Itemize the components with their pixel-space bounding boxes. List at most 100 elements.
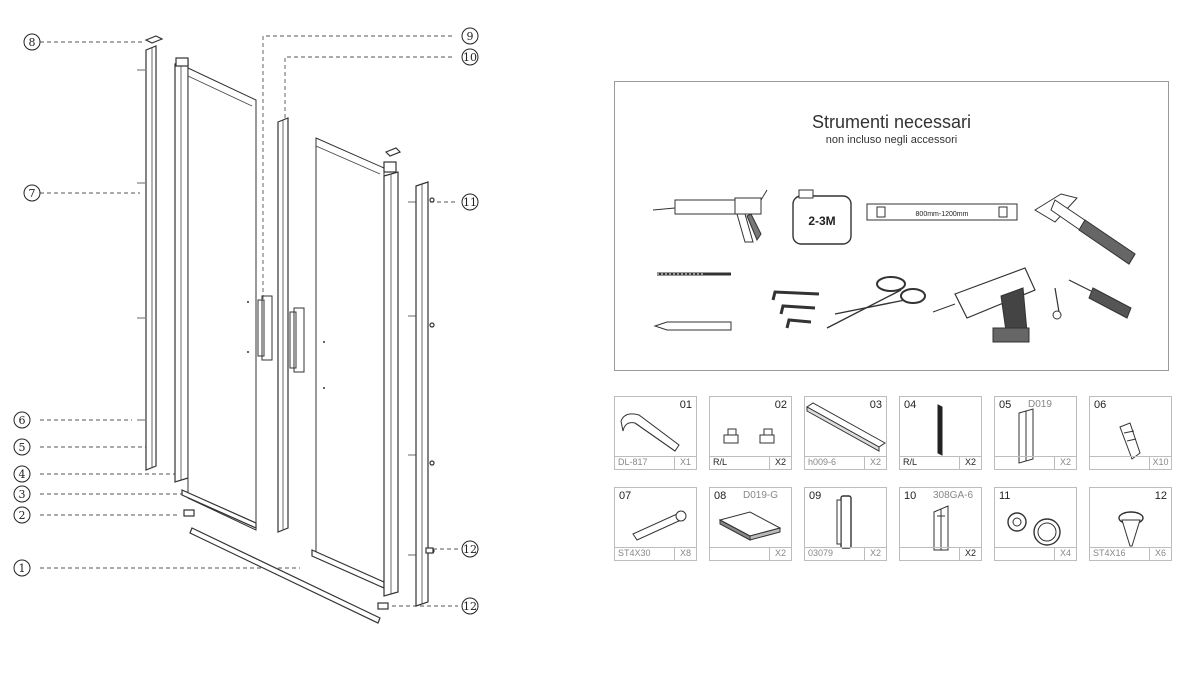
part-01-code: DL-817 bbox=[618, 457, 648, 467]
part-04-code: R/L bbox=[903, 457, 918, 467]
exploded-assembly-diagram: 8 9 10 7 11 6 5 4 3 2 1 12 bbox=[13, 27, 479, 624]
left-hinge-profile bbox=[174, 57, 189, 483]
part-10-qty: X2 bbox=[959, 548, 981, 560]
part-12-number: 12 bbox=[1154, 490, 1167, 502]
callout-5-label: 5 bbox=[19, 441, 26, 454]
left-wall-profile bbox=[137, 45, 157, 471]
part-07-qty: X8 bbox=[674, 548, 696, 560]
top-cap-left bbox=[144, 35, 164, 44]
part-01-qty: X1 bbox=[674, 457, 696, 469]
part-05-qty: X2 bbox=[1054, 457, 1076, 469]
pencil-icon bbox=[653, 321, 732, 331]
callout-5: 5 bbox=[13, 438, 31, 456]
part-08: 08 D019-G X2 bbox=[709, 487, 792, 561]
part-10-code: 308GA-6 bbox=[933, 490, 974, 501]
part-09-code: 03079 bbox=[808, 548, 834, 558]
door-stop-brackets bbox=[183, 509, 434, 610]
spirit-level-icon: 800mm-1200mm bbox=[866, 203, 1018, 221]
callout-8-label: 8 bbox=[29, 36, 36, 49]
callout-12-lower-label: 12 bbox=[463, 600, 477, 613]
leader-lines bbox=[40, 35, 458, 607]
part-12: 12 ST4X16 X6 bbox=[1089, 487, 1172, 561]
bottom-seal-profile-icon bbox=[806, 402, 886, 452]
part-12-code: ST4X16 bbox=[1093, 548, 1126, 558]
tools-illustrations: 2-3M 800mm-1200mm bbox=[652, 189, 1136, 343]
callout-9: 9 bbox=[461, 27, 479, 45]
part-06-qty: X10 bbox=[1149, 457, 1171, 469]
part-12-qty: X6 bbox=[1149, 548, 1171, 560]
part-11-qty: X4 bbox=[1054, 548, 1076, 560]
caulking-gun-icon bbox=[652, 189, 768, 243]
part-04-qty: X2 bbox=[959, 457, 981, 469]
part-01: 01 DL-817 X1 bbox=[614, 396, 697, 470]
part-02-number: 02 bbox=[774, 399, 787, 411]
callout-8: 8 bbox=[23, 33, 41, 51]
part-03-qty: X2 bbox=[864, 457, 886, 469]
right-hinge-profile bbox=[383, 147, 402, 597]
callout-9-label: 9 bbox=[467, 30, 474, 43]
part-02-qty: X2 bbox=[769, 457, 791, 469]
hammer-icon bbox=[1034, 193, 1136, 265]
seal-profile-icon bbox=[620, 413, 680, 452]
tools-panel: Strumenti necessari non incluso negli ac… bbox=[614, 81, 1169, 371]
callout-12-lower: 12 bbox=[461, 597, 479, 615]
part-08-qty: X2 bbox=[769, 548, 791, 560]
bottom-threshold bbox=[189, 527, 381, 624]
callout-3: 3 bbox=[13, 485, 31, 503]
callout-11-label: 11 bbox=[463, 196, 477, 209]
callout-7: 7 bbox=[23, 184, 41, 202]
tools-subtitle: non incluso negli accessori bbox=[825, 134, 958, 146]
scissors-icon bbox=[826, 276, 926, 329]
part-07-number: 07 bbox=[619, 490, 632, 502]
part-01-number: 01 bbox=[679, 399, 692, 411]
callout-12-upper: 12 bbox=[461, 540, 479, 558]
callout-6-label: 6 bbox=[19, 414, 26, 427]
spirit-level-label: 800mm-1200mm bbox=[916, 211, 969, 218]
left-glass-panel bbox=[181, 67, 273, 531]
part-06-number: 06 bbox=[1094, 399, 1107, 411]
tools-title: Strumenti necessari bbox=[811, 112, 972, 132]
part-09-qty: X2 bbox=[864, 548, 886, 560]
callout-11: 11 bbox=[461, 193, 479, 211]
part-04-number: 04 bbox=[904, 399, 917, 411]
tape-measure-icon: 2-3M bbox=[792, 189, 852, 245]
door-handle-icon bbox=[836, 495, 852, 549]
cover-cap-icon bbox=[1007, 512, 1061, 546]
callout-4-label: 4 bbox=[19, 468, 26, 481]
part-08-number: 08 bbox=[714, 490, 727, 502]
short-screw-icon bbox=[1118, 511, 1144, 547]
magnetic-seal-strip bbox=[277, 117, 289, 533]
callout-3-label: 3 bbox=[19, 488, 26, 501]
part-05-code: D019 bbox=[1028, 399, 1052, 410]
callout-2-label: 2 bbox=[19, 509, 26, 522]
part-11: 11 X4 bbox=[994, 487, 1077, 561]
callout-6: 6 bbox=[13, 411, 31, 429]
hex-keys-icon bbox=[771, 290, 820, 329]
vertical-profile-icon bbox=[937, 404, 943, 456]
callout-2: 2 bbox=[13, 506, 31, 524]
callout-4: 4 bbox=[13, 465, 31, 483]
part-06: 06 X10 bbox=[1089, 396, 1172, 470]
callout-12-upper-label: 12 bbox=[463, 543, 477, 556]
part-10: 10 308GA-6 X2 bbox=[899, 487, 982, 561]
callout-10: 10 bbox=[461, 48, 479, 66]
long-screw-icon bbox=[632, 510, 687, 541]
part-09-number: 09 bbox=[809, 490, 822, 502]
part-08-code: D019-G bbox=[743, 490, 779, 501]
right-wall-profile bbox=[408, 181, 435, 607]
part-07: 07 ST4X30 X8 bbox=[614, 487, 697, 561]
part-10-number: 10 bbox=[904, 490, 917, 502]
part-04: 04 R/L X2 bbox=[899, 396, 982, 470]
screwdriver-icon bbox=[1052, 279, 1132, 320]
part-11-number: 11 bbox=[999, 490, 1011, 502]
power-drill-icon bbox=[932, 267, 1036, 343]
callout-10-label: 10 bbox=[463, 51, 477, 64]
part-09: 09 03079 X2 bbox=[804, 487, 887, 561]
right-glass-panel bbox=[289, 137, 385, 589]
part-03-code: h009-6 bbox=[808, 457, 837, 467]
part-05: 05 D019 X2 bbox=[994, 396, 1077, 470]
callout-1-label: 1 bbox=[19, 562, 26, 575]
part-07-code: ST4X30 bbox=[618, 548, 651, 558]
u-channel-profile-icon bbox=[1018, 408, 1034, 464]
